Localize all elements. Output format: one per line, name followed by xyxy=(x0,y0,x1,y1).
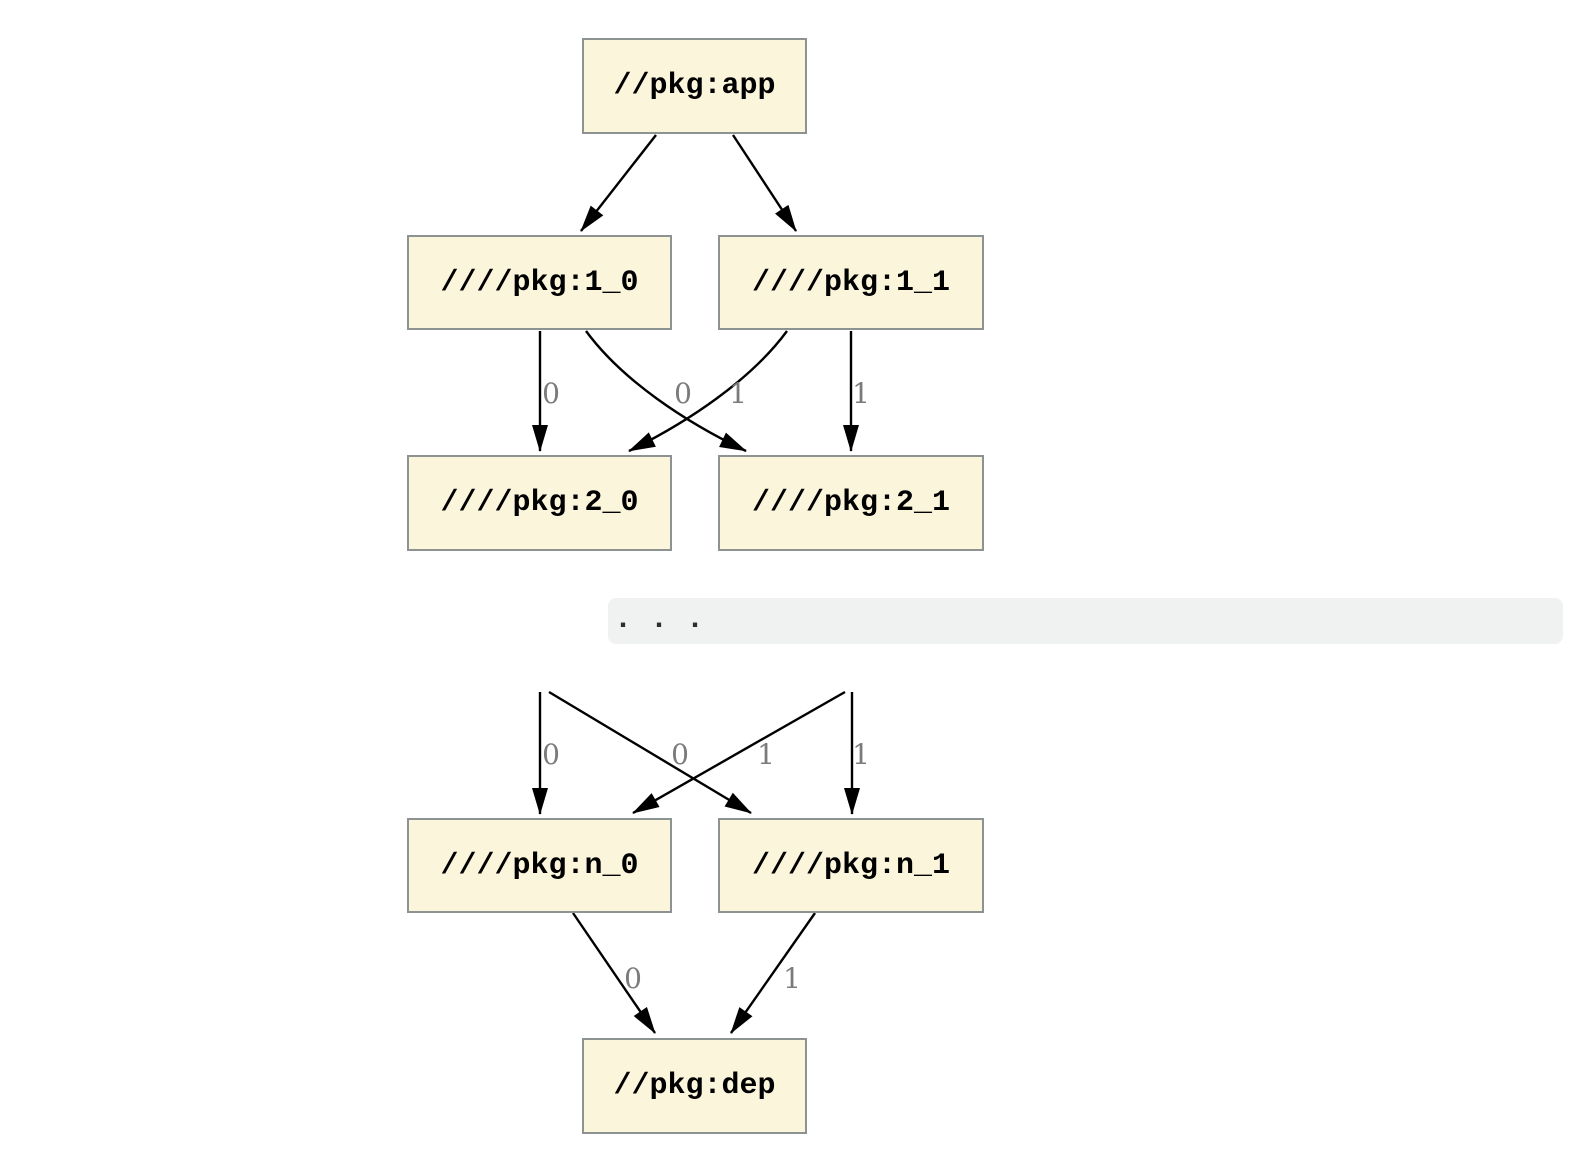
node-pkg-1_1: ////pkg:1_1 xyxy=(718,235,984,330)
edge-n_0-to-dep xyxy=(572,912,656,1034)
edge-label-dots-n_0-cross: 0 xyxy=(671,738,689,771)
node-pkg-n_0: ////pkg:n_0 xyxy=(407,818,672,913)
ellipsis-band: . . . xyxy=(608,598,1563,644)
edge-app-to-1_0 xyxy=(580,134,657,232)
node-pkg-dep: //pkg:dep xyxy=(582,1038,807,1134)
edge-1_0-to-2_1 xyxy=(585,330,747,453)
node-pkg-2_0: ////pkg:2_0 xyxy=(407,455,672,551)
node-pkg-app: //pkg:app xyxy=(582,38,807,134)
edge-label-dots-n_0: 0 xyxy=(542,738,560,771)
edge-dots-to-n_1-cross xyxy=(548,690,752,815)
edge-label-1_0-2_1: 1 xyxy=(729,377,747,410)
edge-label-n_0-dep: 0 xyxy=(624,962,642,995)
edge-label-n_1-dep: 1 xyxy=(783,962,801,995)
edge-dots-to-n_0-cross xyxy=(632,690,846,815)
edge-label-1_1-2_1: 1 xyxy=(852,377,870,410)
edge-app-to-1_1 xyxy=(731,134,798,232)
node-pkg-n_1: ////pkg:n_1 xyxy=(718,818,984,913)
edge-1_1-to-2_0 xyxy=(628,330,788,453)
edge-label-1_1-2_0: 0 xyxy=(674,377,692,410)
edge-label-1_0-2_0: 0 xyxy=(542,377,560,410)
node-pkg-2_1: ////pkg:2_1 xyxy=(718,455,984,551)
node-pkg-1_0: ////pkg:1_0 xyxy=(407,235,672,330)
edge-label-dots-n_1: 1 xyxy=(852,738,870,771)
edge-label-dots-n_1-cross: 1 xyxy=(757,738,775,771)
edge-n_1-to-dep xyxy=(730,912,816,1034)
